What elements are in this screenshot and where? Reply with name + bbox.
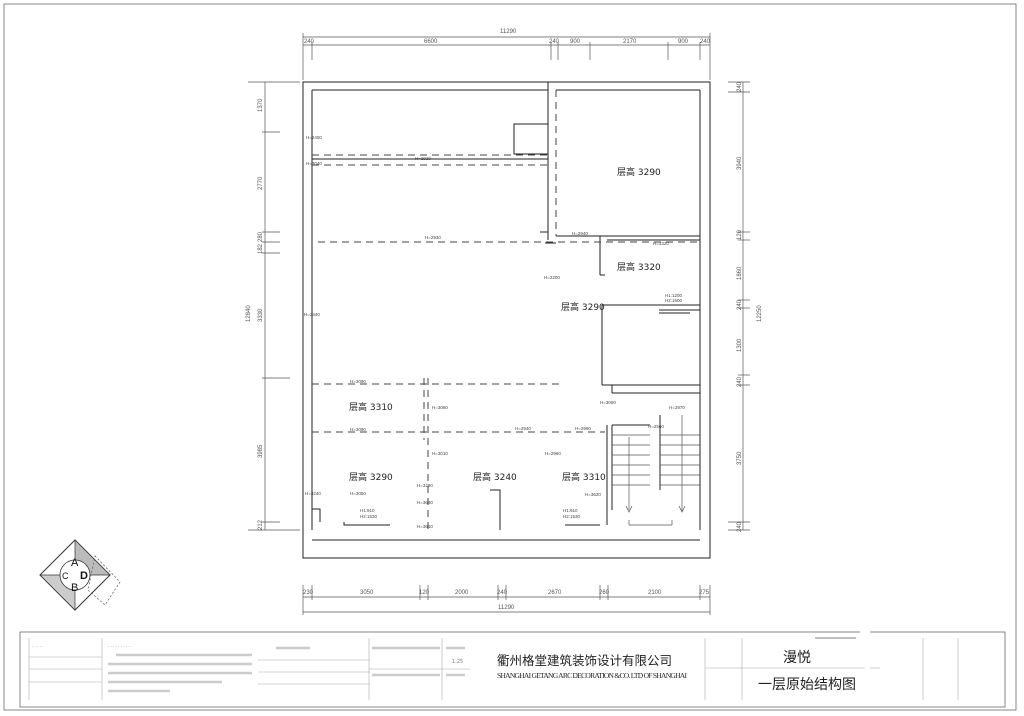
dim-left-total: 12840 [246, 305, 252, 322]
dim-right: 3940 [737, 156, 743, 170]
dim-top: 240 [549, 39, 560, 45]
dim-top: 2170 [623, 39, 637, 45]
height-note: H1:910 [360, 508, 375, 513]
compass-b: B [71, 582, 78, 594]
dim-bottom: 2670 [548, 590, 562, 596]
room-height-label: 层高 3310 [562, 471, 606, 483]
height-note: H=2440 [304, 312, 320, 317]
title-block-note: · · · · · · · · · · [108, 644, 132, 649]
dim-left: 280 [258, 231, 264, 242]
dim-left: 1370 [258, 98, 264, 112]
dim-right: 240 [737, 521, 743, 532]
compass-d: D [80, 570, 88, 582]
beam-lines [312, 90, 700, 530]
dim-right: 240 [737, 299, 743, 310]
dim-left: 3985 [258, 444, 264, 458]
title-block-note: · · · · · [32, 644, 43, 649]
height-note: H1:1200 [665, 293, 683, 298]
height-note: H=3610 [417, 524, 433, 529]
right-dimensions: 240 3940 120 1860 240 1300 240 3750 240 … [728, 81, 763, 532]
scale-text: 1:25 [452, 659, 463, 665]
dim-top: 6600 [424, 39, 438, 45]
height-note: H=2940 [572, 231, 588, 236]
height-note: H=3320 [653, 241, 669, 246]
height-note: H=3240 [305, 491, 321, 496]
title-block: · · · · · · · · · · · · · · · 1:25 衢州格堂建… [19, 630, 1006, 708]
height-note: H=2970 [669, 405, 685, 410]
top-dimensions: 11290 240 6600 240 900 2170 900 240 [302, 29, 711, 80]
dim-bottom: 260 [599, 590, 610, 596]
height-note: H=3090 [350, 379, 366, 384]
company-name-en: SHANGHAI GETANG ARC DECORATION &CO. LTD … [497, 671, 688, 680]
dim-left: 182 [258, 243, 264, 254]
dim-right: 240 [737, 376, 743, 387]
compass-symbol: A C D B [39, 539, 121, 611]
height-note: H=3050 [350, 491, 366, 496]
room-height-label: 层高 3240 [473, 471, 517, 483]
dim-top: 240 [304, 39, 315, 45]
bottom-dimensions: 230 3050 120 2000 240 2670 260 2100 275 … [302, 585, 711, 615]
height-note: H=3000 [600, 400, 616, 405]
left-dimensions: 1370 2770 280 182 3330 3985 212 12840 [246, 81, 300, 531]
height-note: H=2960 [575, 426, 591, 431]
height-annotations: H=2400 H=3040 H=2910 H=2930 H=2940 H=332… [304, 135, 685, 529]
dim-left: 212 [258, 519, 264, 530]
dim-top-total: 11290 [500, 29, 517, 35]
dim-bottom-total: 11290 [498, 605, 515, 611]
height-note: H=3040 [306, 161, 322, 166]
height-note: H=3630 [417, 500, 433, 505]
dim-bottom: 2100 [648, 590, 662, 596]
dim-bottom: 230 [303, 590, 314, 596]
height-note: H=3290 [417, 483, 433, 488]
dim-top: 900 [570, 39, 581, 45]
dim-bottom: 240 [497, 590, 508, 596]
dim-bottom: 3050 [360, 590, 374, 596]
room-labels: 层高 3290 层高 3320 层高 3290 层高 3310 层高 3290 … [349, 166, 661, 483]
dim-top: 900 [678, 39, 689, 45]
compass-a: A [71, 557, 79, 569]
drawing-title: 一层原始结构图 [758, 677, 856, 693]
height-note: H=3010 [432, 451, 448, 456]
walls [302, 81, 711, 559]
height-note: H2:1530 [563, 514, 581, 519]
dim-bottom: 2000 [455, 590, 469, 596]
height-note: H=2960 [545, 451, 561, 456]
dim-right: 1860 [737, 266, 743, 280]
room-height-label: 层高 3310 [349, 401, 393, 413]
height-note: H=2930 [425, 235, 441, 240]
project-name: 漫悦 [783, 650, 811, 666]
height-note: H=2560 [648, 424, 664, 429]
room-height-label: 层高 3290 [617, 166, 661, 178]
height-note: H1:910 [563, 508, 578, 513]
height-note: H=2400 [306, 135, 322, 140]
dim-bottom: 120 [419, 590, 430, 596]
dim-left: 3330 [258, 308, 264, 322]
room-height-label: 层高 3290 [349, 471, 393, 483]
dim-right: 120 [737, 229, 743, 240]
dim-top: 240 [700, 39, 711, 45]
remarks-text [108, 646, 465, 693]
height-note: H=3090 [350, 427, 366, 432]
height-note: H2:1500 [665, 298, 683, 303]
room-height-label: 层高 3290 [561, 301, 605, 313]
height-note: H=2940 [515, 426, 531, 431]
dim-left: 2770 [258, 176, 264, 190]
height-note: H=2200 [544, 275, 560, 280]
dim-right: 3750 [737, 451, 743, 465]
height-note: H=3620 [585, 492, 601, 497]
compass-c: C [62, 571, 69, 581]
dim-right: 240 [737, 81, 743, 92]
dim-bottom: 275 [699, 590, 710, 596]
height-note: H=3060 [432, 405, 448, 410]
sheet-frame [3, 3, 1017, 711]
company-name-cn: 衢州格堂建筑装饰设计有限公司 [497, 653, 672, 668]
dim-right-total: 12250 [757, 305, 763, 322]
dim-right: 1300 [737, 338, 743, 352]
height-note: H=2910 [415, 156, 431, 161]
room-height-label: 层高 3320 [617, 261, 661, 273]
height-note: H2:1530 [360, 514, 378, 519]
